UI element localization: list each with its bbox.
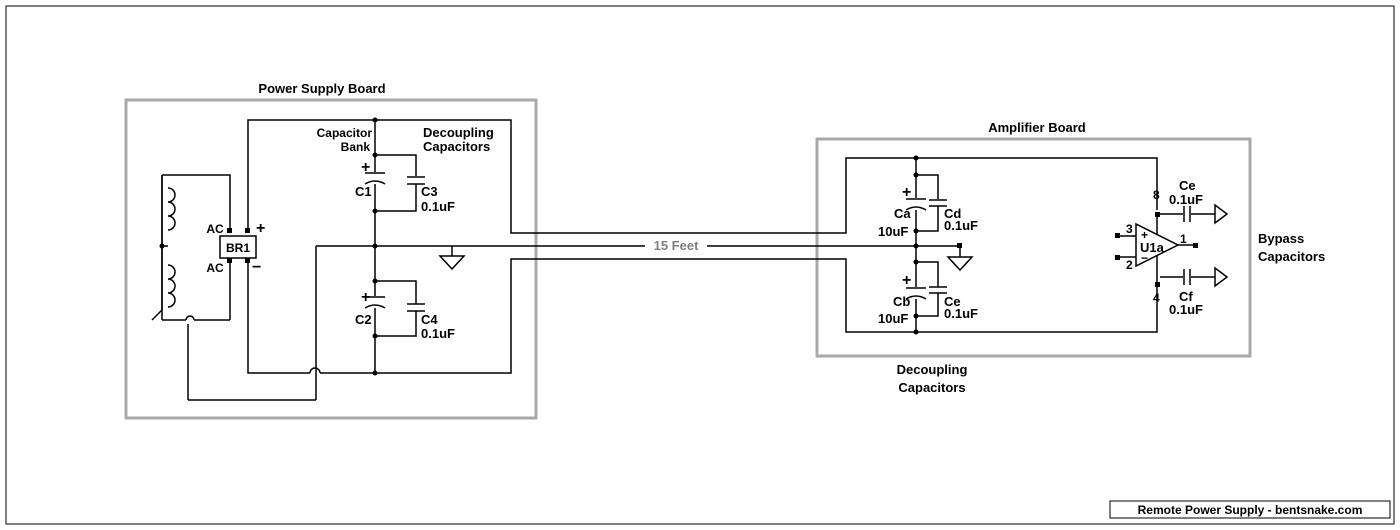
amplifier-board-title: Amplifier Board xyxy=(988,120,1086,135)
bypass-label-2: Capacitors xyxy=(1258,249,1325,264)
junction-dot xyxy=(372,243,378,249)
power-supply-board-title: Power Supply Board xyxy=(258,81,385,96)
footer-box xyxy=(1109,500,1391,519)
ca-value: 10uF xyxy=(878,224,908,239)
capacitor-ce-bypass xyxy=(1160,203,1229,225)
capacitor-c2 xyxy=(364,296,386,309)
cb-polarity: + xyxy=(902,272,911,289)
positive-rail xyxy=(247,119,790,234)
junction-dot xyxy=(913,172,919,178)
opamp-pin-8: 8 xyxy=(1153,188,1160,202)
junction-dot xyxy=(372,152,378,158)
negative-rail xyxy=(247,262,310,374)
junction-dot xyxy=(372,208,378,214)
c1-polarity: + xyxy=(361,159,370,176)
opamp-u1a xyxy=(1115,212,1198,287)
positive-rail-amp xyxy=(790,157,1158,234)
amplifier-board-outline xyxy=(815,137,1252,358)
wire xyxy=(375,184,417,212)
footer-credit: Remote Power Supply - bentsnake.com xyxy=(1138,503,1363,517)
ce-decoupling-value: 0.1uF xyxy=(944,306,978,321)
capacitor-bank-label-1: Capacitor xyxy=(317,126,373,140)
capacitor-c3 xyxy=(407,176,425,185)
junction-dot xyxy=(913,228,919,234)
capacitor-ce-decoupling xyxy=(929,286,947,294)
junction-dot xyxy=(913,243,919,249)
cb-value: 10uF xyxy=(878,311,908,326)
decoupling-bottom-label-1: Decoupling xyxy=(897,362,968,377)
opamp-pin-1: 1 xyxy=(1180,232,1187,246)
wire xyxy=(916,261,939,287)
bypass-label-1: Bypass xyxy=(1258,231,1304,246)
junction-dot xyxy=(372,117,378,123)
cd-value: 0.1uF xyxy=(944,218,978,233)
ca-ref: Ca xyxy=(894,206,911,221)
junction-dot xyxy=(913,259,919,265)
cd-ref: Cd xyxy=(944,206,961,221)
decoupling-bottom-label-2: Capacitors xyxy=(898,380,965,395)
ce-decoupling-ref: Ce xyxy=(944,294,961,309)
decoupling-top-label-2: Capacitors xyxy=(423,139,490,154)
opamp-pin-3: 3 xyxy=(1126,222,1133,236)
junction-dot xyxy=(372,278,378,284)
opamp-pin-2: 2 xyxy=(1126,258,1133,272)
junction-dot xyxy=(913,155,919,161)
ca-polarity: + xyxy=(902,184,911,201)
wire xyxy=(916,206,939,232)
c3-ref: C3 xyxy=(421,184,438,199)
wire xyxy=(916,293,939,317)
c4-ref: C4 xyxy=(421,312,438,327)
decoupling-top-label-1: Decoupling xyxy=(423,125,494,140)
cf-bypass-ref: Cf xyxy=(1179,289,1193,304)
opamp-minus-sign: − xyxy=(1141,251,1148,265)
opamp-ref: U1a xyxy=(1140,240,1165,255)
ground-symbol xyxy=(946,246,974,272)
ce-bypass-value: 0.1uF xyxy=(1169,192,1203,207)
c4-value: 0.1uF xyxy=(421,326,455,341)
wire xyxy=(375,280,417,304)
ce-bypass-ref: Ce xyxy=(1179,178,1196,193)
wire-crossover xyxy=(309,367,321,374)
bridge-ref: BR1 xyxy=(226,241,250,255)
junction-dot xyxy=(372,370,378,376)
junction-dot xyxy=(913,313,919,319)
negative-rail xyxy=(320,258,790,374)
wire xyxy=(375,311,417,337)
opamp-plus-sign: + xyxy=(1141,228,1148,242)
negative-rail-amp xyxy=(790,258,1158,333)
bridge-ac-top: AC xyxy=(206,222,224,236)
capacitor-c4 xyxy=(407,303,425,312)
bridge-plus: + xyxy=(256,220,265,237)
opamp-pin-4: 4 xyxy=(1153,291,1160,305)
capacitor-cd xyxy=(929,199,947,207)
bridge-ac-bottom: AC xyxy=(206,261,224,275)
capacitor-c1 xyxy=(364,172,386,185)
junction-dot xyxy=(372,333,378,339)
bridge-minus: − xyxy=(252,259,261,276)
c2-polarity: + xyxy=(361,289,370,306)
junction-dot xyxy=(913,329,919,335)
cb-ref: Cb xyxy=(893,294,910,309)
outer-frame xyxy=(5,5,1395,525)
capacitor-ca xyxy=(905,198,927,211)
ground-symbol xyxy=(438,246,466,271)
cf-bypass-value: 0.1uF xyxy=(1169,302,1203,317)
ground-pin xyxy=(957,243,962,248)
c1-ref: C1 xyxy=(355,184,372,199)
cable-length-label: 15 Feet xyxy=(654,238,699,253)
junction-dot xyxy=(159,243,165,249)
c3-value: 0.1uF xyxy=(421,199,455,214)
wire xyxy=(916,174,939,199)
cable-label-bg xyxy=(645,236,707,254)
wire xyxy=(375,154,417,176)
capacitor-cf-bypass xyxy=(1160,266,1229,288)
transformer xyxy=(151,174,231,321)
c2-ref: C2 xyxy=(355,312,372,327)
capacitor-cb xyxy=(905,287,927,300)
capacitor-bank-label-2: Bank xyxy=(341,140,371,154)
